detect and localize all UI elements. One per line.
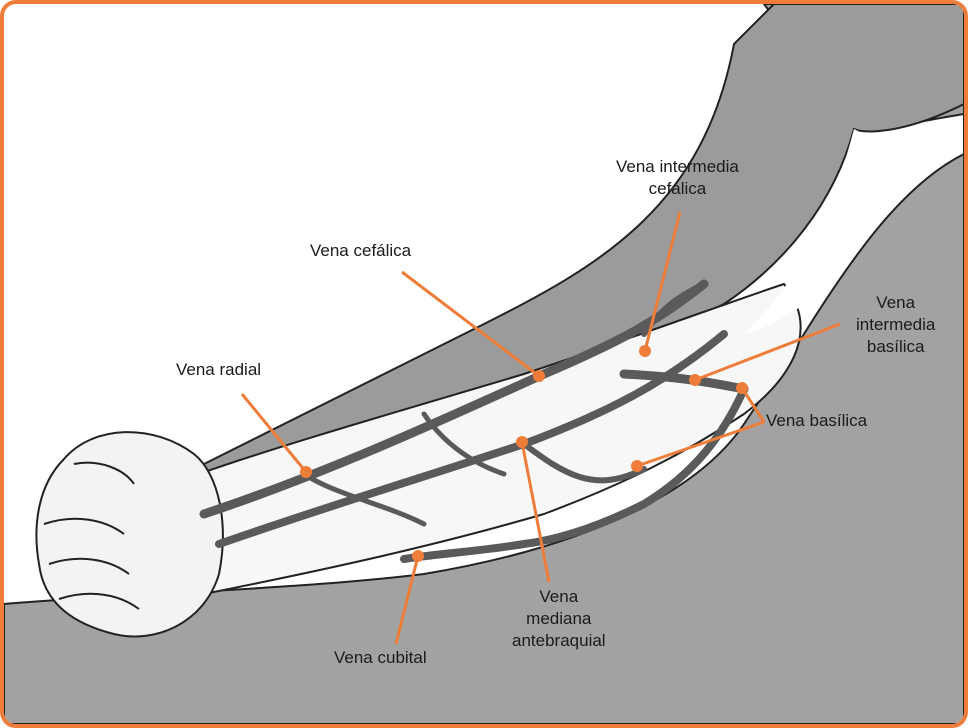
- label-line: Vena intermedia: [616, 156, 739, 178]
- label-vena-mediana-antebraquial: Vena mediana antebraquial: [512, 586, 606, 652]
- label-line: Vena: [856, 292, 935, 314]
- label-line: basílica: [856, 336, 935, 358]
- label-text: Vena basílica: [766, 410, 867, 432]
- label-vena-cubital: Vena cubital: [334, 647, 427, 669]
- arm-illustration: [4, 4, 964, 724]
- label-line: intermedia: [856, 314, 935, 336]
- label-line: cefálica: [616, 178, 739, 200]
- label-vena-intermedia-basilica: Vena intermedia basílica: [856, 292, 935, 358]
- label-vena-cefalica: Vena cefálica: [310, 240, 411, 262]
- label-line: Vena: [512, 586, 606, 608]
- label-text: Vena cubital: [334, 647, 427, 669]
- label-line: mediana: [512, 608, 606, 630]
- label-text: Vena radial: [176, 359, 261, 381]
- label-text: Vena cefálica: [310, 240, 411, 262]
- label-vena-radial: Vena radial: [176, 359, 261, 381]
- label-vena-basilica: Vena basílica: [766, 410, 867, 432]
- fist-shape: [36, 432, 222, 636]
- label-vena-intermedia-cefalica: Vena intermedia cefálica: [616, 156, 739, 200]
- label-line: antebraquial: [512, 630, 606, 652]
